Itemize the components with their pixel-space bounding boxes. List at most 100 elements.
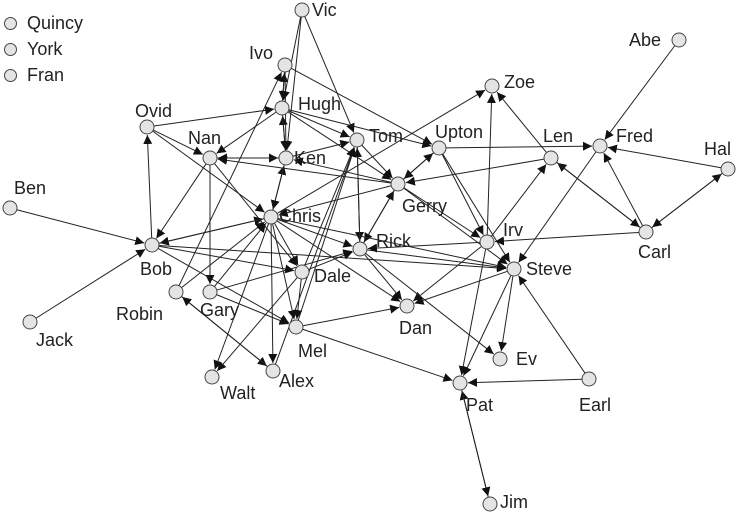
edge-bob-to-ovid bbox=[143, 134, 153, 239]
node-ben[interactable]: Ben bbox=[2, 178, 46, 216]
node-circle[interactable] bbox=[277, 57, 293, 73]
node-label: Bob bbox=[140, 259, 172, 279]
node-circle[interactable] bbox=[168, 284, 184, 300]
edge-carl-to-irv bbox=[494, 231, 640, 246]
node-circle[interactable] bbox=[274, 100, 290, 116]
edge-chris-to-mel bbox=[272, 223, 297, 320]
node-circle[interactable] bbox=[506, 261, 522, 277]
node-len[interactable]: Len bbox=[543, 126, 573, 166]
node-irv[interactable]: Irv bbox=[479, 220, 523, 250]
edge-rick-to-dan bbox=[364, 254, 403, 301]
node-ken[interactable]: Ken bbox=[278, 148, 326, 168]
node-circle[interactable] bbox=[720, 161, 736, 177]
node-bob[interactable]: Bob bbox=[140, 237, 172, 279]
edge-gerry-to-nan bbox=[217, 155, 392, 184]
node-fred[interactable]: Fred bbox=[592, 126, 653, 154]
node-abe[interactable]: Abe bbox=[629, 30, 687, 50]
node-circle[interactable] bbox=[452, 375, 468, 391]
node-carl[interactable]: Carl bbox=[638, 224, 671, 262]
node-circle[interactable] bbox=[492, 351, 508, 367]
node-circle[interactable] bbox=[2, 200, 18, 216]
edge-fred-to-steve bbox=[518, 151, 597, 263]
node-label: Steve bbox=[526, 259, 572, 279]
node-circle[interactable] bbox=[278, 150, 294, 166]
node-dan[interactable]: Dan bbox=[399, 298, 432, 338]
edge-mel-to-tom bbox=[297, 147, 357, 321]
node-circle[interactable] bbox=[263, 209, 279, 225]
node-circle[interactable] bbox=[294, 264, 310, 280]
node-label: Ivo bbox=[249, 43, 273, 63]
edge-steve-to-pat bbox=[462, 275, 512, 376]
legend-label: Quincy bbox=[27, 12, 84, 33]
node-steve[interactable]: Steve bbox=[506, 259, 572, 279]
node-chris[interactable]: Chris bbox=[263, 206, 321, 226]
node-ev[interactable]: Ev bbox=[492, 349, 537, 369]
edge-chris-to-dan bbox=[276, 220, 401, 303]
node-circle[interactable] bbox=[294, 2, 310, 18]
node-circle[interactable] bbox=[349, 132, 365, 148]
node-gerry[interactable]: Gerry bbox=[390, 176, 447, 216]
node-circle[interactable] bbox=[22, 314, 38, 330]
node-ivo[interactable]: Ivo bbox=[249, 43, 293, 73]
node-circle[interactable] bbox=[479, 234, 495, 250]
node-circle[interactable] bbox=[288, 319, 304, 335]
node-vic[interactable]: Vic bbox=[294, 0, 337, 20]
edge-vic-to-tom bbox=[304, 16, 355, 133]
edge-alex-to-robin bbox=[181, 296, 268, 367]
node-pat[interactable]: Pat bbox=[452, 375, 493, 415]
edge-bob-to-steve bbox=[158, 244, 507, 273]
node-label: Ovid bbox=[135, 101, 172, 121]
node-robin[interactable]: Robin bbox=[116, 284, 184, 324]
node-label: Hugh bbox=[298, 94, 341, 114]
node-hugh[interactable]: Hugh bbox=[274, 94, 341, 116]
node-circle[interactable] bbox=[265, 363, 281, 379]
edges-layer bbox=[16, 16, 723, 498]
node-circle[interactable] bbox=[431, 140, 447, 156]
edge-rick-to-tom bbox=[352, 147, 362, 243]
node-circle[interactable] bbox=[202, 284, 218, 300]
node-dale[interactable]: Dale bbox=[294, 264, 351, 286]
node-circle[interactable] bbox=[592, 138, 608, 154]
node-circle[interactable] bbox=[638, 224, 654, 240]
edge-dale-to-mel bbox=[293, 278, 303, 320]
node-ovid[interactable]: Ovid bbox=[135, 101, 172, 135]
node-rick[interactable]: Rick bbox=[352, 231, 412, 257]
edge-hal-to-fred bbox=[607, 144, 722, 169]
node-upton[interactable]: Upton bbox=[431, 122, 483, 156]
node-zoe[interactable]: Zoe bbox=[484, 72, 535, 94]
node-circle[interactable] bbox=[581, 371, 597, 387]
node-circle[interactable] bbox=[543, 150, 559, 166]
edge-carl-to-fred bbox=[603, 152, 644, 227]
node-jim[interactable]: Jim bbox=[482, 492, 528, 512]
node-walt[interactable]: Walt bbox=[204, 369, 255, 403]
node-circle[interactable] bbox=[671, 32, 687, 48]
edge-upton-to-steve bbox=[442, 153, 511, 263]
node-alex[interactable]: Alex bbox=[265, 363, 314, 391]
edge-ken-to-tom bbox=[292, 139, 350, 157]
node-label: Mel bbox=[298, 341, 327, 361]
node-circle[interactable] bbox=[352, 241, 368, 257]
node-label: Upton bbox=[435, 122, 483, 142]
edge-vic-to-hugh bbox=[280, 16, 302, 101]
node-hal[interactable]: Hal bbox=[704, 139, 736, 177]
node-circle[interactable] bbox=[390, 176, 406, 192]
node-circle[interactable] bbox=[399, 298, 415, 314]
edge-gary-to-chris bbox=[214, 222, 267, 287]
node-gary[interactable]: Gary bbox=[200, 284, 239, 320]
node-circle[interactable] bbox=[482, 496, 498, 512]
node-circle[interactable] bbox=[204, 369, 220, 385]
legend: Quincy York Fran bbox=[4, 10, 83, 88]
node-circle[interactable] bbox=[144, 237, 160, 253]
node-earl[interactable]: Earl bbox=[579, 371, 611, 415]
edge-hal-to-carl bbox=[652, 172, 723, 228]
edge-hugh-to-ken bbox=[280, 114, 290, 151]
node-nan[interactable]: Nan bbox=[188, 128, 221, 166]
node-jack[interactable]: Jack bbox=[22, 314, 74, 350]
node-tom[interactable]: Tom bbox=[349, 126, 403, 148]
node-circle[interactable] bbox=[484, 78, 500, 94]
node-circle[interactable] bbox=[202, 150, 218, 166]
node-circle[interactable] bbox=[139, 119, 155, 135]
node-mel[interactable]: Mel bbox=[288, 319, 327, 361]
edge-chris-to-bob bbox=[159, 218, 265, 246]
